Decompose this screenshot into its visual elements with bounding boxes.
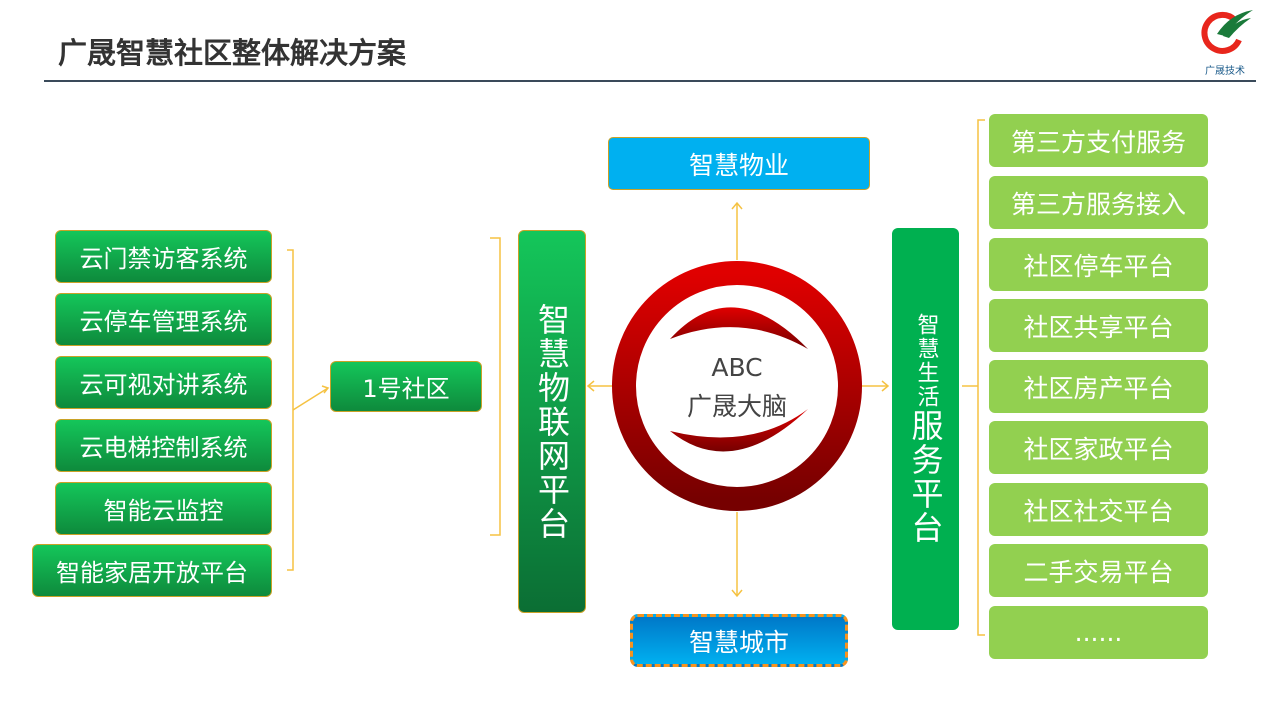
smart-city-box[interactable]: 智慧城市	[630, 614, 848, 667]
right-service-6[interactable]: 社区社交平台	[989, 483, 1208, 536]
left-system-3[interactable]: 云电梯控制系统	[55, 419, 272, 472]
brain-ring-icon	[612, 261, 862, 511]
right-service-0[interactable]: 第三方支付服务	[989, 114, 1208, 167]
right-service-2[interactable]: 社区停车平台	[989, 238, 1208, 291]
title-divider	[44, 80, 1256, 82]
logo-icon	[1201, 10, 1253, 54]
right-service-1[interactable]: 第三方服务接入	[989, 176, 1208, 229]
right-service-3[interactable]: 社区共享平台	[989, 299, 1208, 352]
community-box[interactable]: 1号社区	[330, 361, 482, 412]
page-title: 广晟智慧社区整体解决方案	[58, 36, 407, 70]
smart-property-box[interactable]: 智慧物业	[608, 137, 870, 190]
left-system-5[interactable]: 智能家居开放平台	[32, 544, 272, 597]
left-system-0[interactable]: 云门禁访客系统	[55, 230, 272, 283]
right-service-4[interactable]: 社区房产平台	[989, 360, 1208, 413]
life-service-platform-box[interactable]: 智慧生活 服务平台	[892, 228, 959, 630]
iot-platform-box[interactable]: 智慧物联网平台	[518, 230, 586, 613]
left-system-4[interactable]: 智能云监控	[55, 482, 272, 535]
logo-text: 广晟技术	[1205, 66, 1245, 77]
left-system-1[interactable]: 云停车管理系统	[55, 293, 272, 346]
right-service-7[interactable]: 二手交易平台	[989, 544, 1208, 597]
life-platform-small-text: 智慧生活	[913, 313, 939, 409]
life-platform-large-text: 服务平台	[906, 409, 945, 545]
left-system-2[interactable]: 云可视对讲系统	[55, 356, 272, 409]
brain-label-name: 广晟大脑	[686, 392, 787, 421]
brain-circle: ABC 广晟大脑	[612, 261, 862, 511]
brain-label-abc: ABC	[711, 353, 763, 382]
right-service-5[interactable]: 社区家政平台	[989, 421, 1208, 474]
company-logo: 广晟技术	[1195, 6, 1255, 77]
right-service-more[interactable]: ......	[989, 606, 1208, 659]
